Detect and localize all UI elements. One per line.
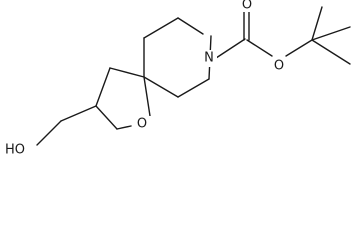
chemical-structure-diagram: N O O O HO bbox=[4, 0, 351, 158]
ring-oxygen-atom-label: O bbox=[137, 117, 147, 132]
bond bbox=[311, 6, 323, 41]
bond bbox=[36, 120, 62, 146]
bond bbox=[177, 17, 204, 35]
bond bbox=[177, 78, 210, 98]
nitrogen-atom-label: N bbox=[204, 51, 214, 66]
bond bbox=[143, 76, 151, 117]
bond bbox=[311, 26, 351, 41]
bond bbox=[285, 39, 313, 57]
bond bbox=[143, 76, 179, 98]
bond bbox=[116, 125, 132, 130]
bond bbox=[95, 105, 118, 130]
bond bbox=[60, 105, 97, 122]
tert-butyl-group bbox=[311, 6, 351, 65]
bond bbox=[246, 39, 273, 57]
bond bbox=[143, 17, 179, 39]
bond bbox=[95, 67, 111, 107]
bond bbox=[311, 39, 351, 65]
carbonyl-oxygen-atom-label: O bbox=[242, 0, 252, 13]
bond bbox=[212, 38, 246, 61]
hydroxymethyl-group bbox=[36, 105, 97, 146]
piperidine-ring bbox=[143, 17, 210, 98]
ester-oxygen-atom-label: O bbox=[274, 59, 284, 74]
boc-carbamate bbox=[212, 11, 313, 61]
bond bbox=[109, 67, 145, 78]
hydroxyl-atom-label: HO bbox=[5, 143, 25, 158]
tetrahydrofuran-ring bbox=[95, 67, 151, 130]
